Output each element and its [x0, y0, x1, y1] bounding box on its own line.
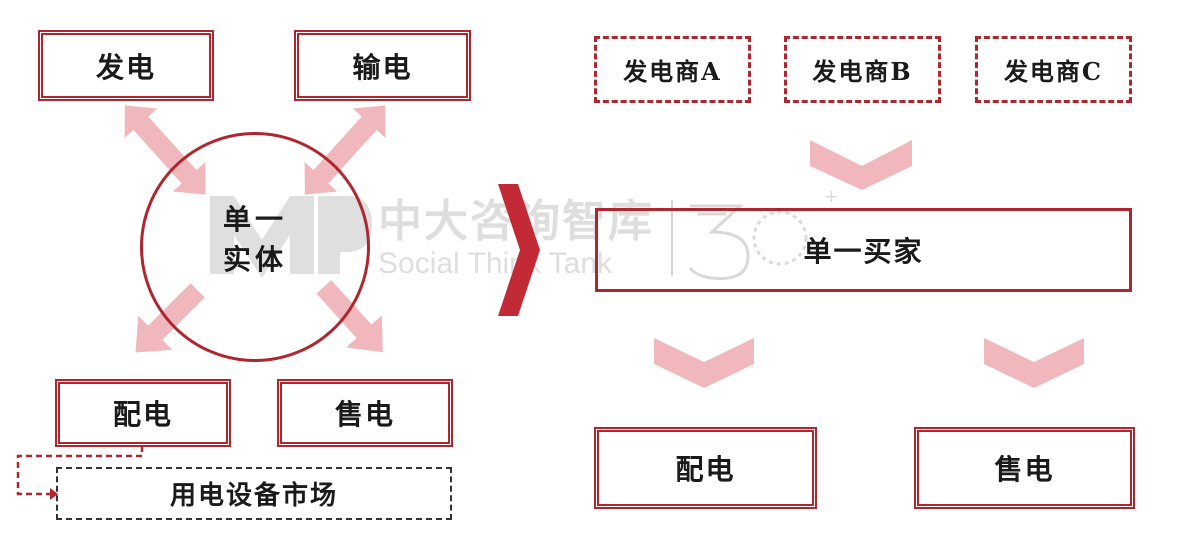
chevron-buyer-to-distribution	[654, 338, 754, 388]
box-generator-c: 发电商C	[975, 36, 1132, 103]
box-transmission: 输电	[294, 30, 471, 101]
dashed-connector	[16, 446, 144, 496]
transition-arrow-icon	[498, 184, 540, 316]
box-retail-left: 售电	[277, 379, 453, 447]
dashed-connector-arrowhead-icon	[50, 488, 58, 500]
box-distribution-right: 配电	[594, 427, 817, 509]
single-entity-circle	[140, 132, 370, 362]
box-generator-b: 发电商B	[784, 36, 941, 103]
box-single-buyer: 单一买家	[595, 208, 1132, 292]
single-entity-label: 单一 实体	[200, 200, 310, 280]
watermark-plus: +	[825, 184, 838, 209]
watermark-emblem	[688, 204, 808, 281]
box-generation: 发电	[38, 30, 214, 101]
watermark-english: Social Think Tank	[378, 247, 613, 280]
box-generator-a: 发电商A	[594, 36, 751, 103]
chevron-generators-to-buyer	[810, 140, 912, 190]
single-entity-line2: 实体	[222, 243, 287, 276]
box-retail-right: 售电	[914, 427, 1135, 509]
box-equipment-market: 用电设备市场	[56, 467, 452, 520]
chevron-buyer-to-retail	[984, 338, 1084, 388]
box-distribution-left: 配电	[55, 379, 231, 447]
single-entity-line1: 单一	[222, 203, 287, 236]
